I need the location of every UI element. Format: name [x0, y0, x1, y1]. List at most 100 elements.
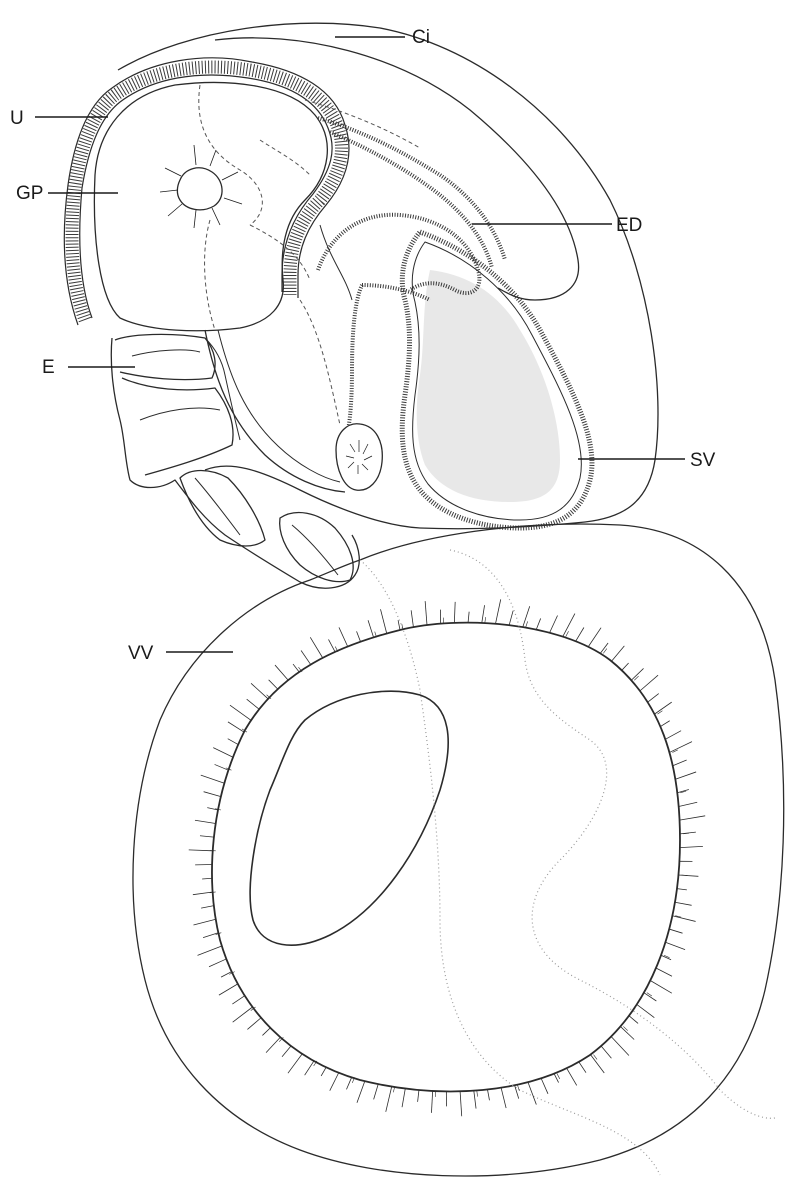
cilium — [293, 664, 299, 672]
cilium — [665, 942, 685, 949]
cilium — [203, 933, 218, 938]
cilium-short — [557, 1074, 560, 1079]
cilium — [640, 675, 658, 691]
cilium — [656, 968, 672, 976]
cilium — [669, 742, 692, 753]
vv-inner-disc — [212, 623, 680, 1092]
cilium — [468, 612, 469, 623]
cilium — [374, 1084, 379, 1099]
penial-papilla — [336, 424, 382, 491]
cilium — [523, 606, 530, 627]
cilium — [679, 802, 698, 806]
cilium — [346, 1077, 351, 1089]
cilium — [675, 772, 696, 779]
e-lobe-4-inner — [292, 525, 338, 575]
ed-duct-upper — [318, 118, 505, 260]
cilium — [228, 722, 244, 732]
sv-sperm-mass — [417, 270, 560, 502]
cilium — [232, 996, 244, 1004]
cilium — [201, 775, 225, 783]
e-lobe-3 — [180, 471, 265, 547]
cilium — [193, 919, 215, 925]
cilium — [660, 721, 669, 727]
cilium — [247, 699, 259, 709]
cilium — [454, 602, 455, 623]
cilium — [305, 1061, 314, 1075]
cilium — [200, 836, 214, 837]
cilium — [209, 959, 226, 967]
ed-dashed-upper — [305, 100, 420, 148]
cilium — [357, 631, 361, 641]
cilium — [620, 1026, 634, 1039]
cilium — [251, 683, 268, 698]
vv-ovoid — [250, 691, 448, 945]
cilium — [474, 1091, 476, 1109]
cilium — [541, 1078, 548, 1094]
gp-dashed-division-4 — [260, 140, 310, 175]
cilium — [233, 1007, 253, 1022]
cilium — [588, 628, 601, 647]
gp-dashed-division-1 — [199, 85, 263, 225]
cilium — [202, 878, 212, 879]
gonopore-radiating-lines — [160, 145, 242, 228]
label-u: U — [10, 108, 24, 129]
vv-outer-lobe — [133, 524, 784, 1176]
cilium — [288, 1054, 302, 1073]
cilium — [330, 1073, 339, 1091]
cilium — [193, 892, 213, 895]
cilium — [282, 1046, 291, 1057]
cilium — [680, 846, 703, 847]
cilium — [215, 764, 229, 770]
cilium — [576, 627, 584, 641]
cilium-short — [477, 1091, 478, 1097]
cilium — [189, 850, 213, 851]
cilium — [673, 760, 687, 766]
cilium — [411, 610, 413, 627]
cilium — [648, 694, 659, 703]
cilium — [230, 705, 251, 720]
cilium — [622, 663, 629, 670]
lower-body-wall-inner — [218, 330, 340, 482]
cilium — [509, 611, 513, 625]
cilium — [629, 1016, 638, 1024]
cilium — [402, 1088, 405, 1107]
cilium — [425, 601, 427, 625]
cilium — [368, 620, 373, 637]
cilium — [675, 902, 692, 905]
vv-dotted-outline-2 — [450, 550, 775, 1118]
cilium — [665, 731, 681, 740]
label-gp: GP — [16, 183, 43, 204]
gp-chamber — [94, 83, 327, 331]
cilium — [269, 680, 278, 689]
cilium — [501, 1088, 506, 1108]
cilium — [611, 1037, 629, 1056]
label-ed: ED — [616, 215, 642, 236]
cilium-short — [526, 621, 528, 627]
cilium — [460, 1091, 462, 1116]
cilium — [482, 605, 485, 623]
cilium — [201, 906, 214, 909]
cilium — [262, 1028, 270, 1036]
e-lobes-outline — [111, 338, 359, 588]
cilium — [669, 929, 682, 933]
e-lobe-4 — [280, 513, 353, 582]
cilium — [386, 1087, 392, 1112]
cilium — [275, 665, 288, 680]
cilium — [590, 1055, 604, 1073]
cilium — [677, 889, 687, 890]
cilium — [672, 916, 695, 922]
cilium — [198, 946, 222, 955]
vv-dotted-outline — [360, 560, 660, 1175]
ciliary-inner-line — [215, 38, 579, 300]
e-lobe-2 — [122, 378, 233, 475]
e-lobe-1 — [115, 334, 215, 379]
label-sv: SV — [690, 450, 716, 471]
e-lobe-3-inner — [195, 478, 240, 535]
cilium — [637, 1004, 655, 1017]
u-band-inner-edge — [80, 75, 332, 318]
cilium — [204, 792, 221, 797]
cilium — [612, 646, 625, 661]
gp-dashed-division-2 — [205, 220, 215, 330]
cilium — [247, 1018, 261, 1030]
cilium — [310, 637, 322, 658]
